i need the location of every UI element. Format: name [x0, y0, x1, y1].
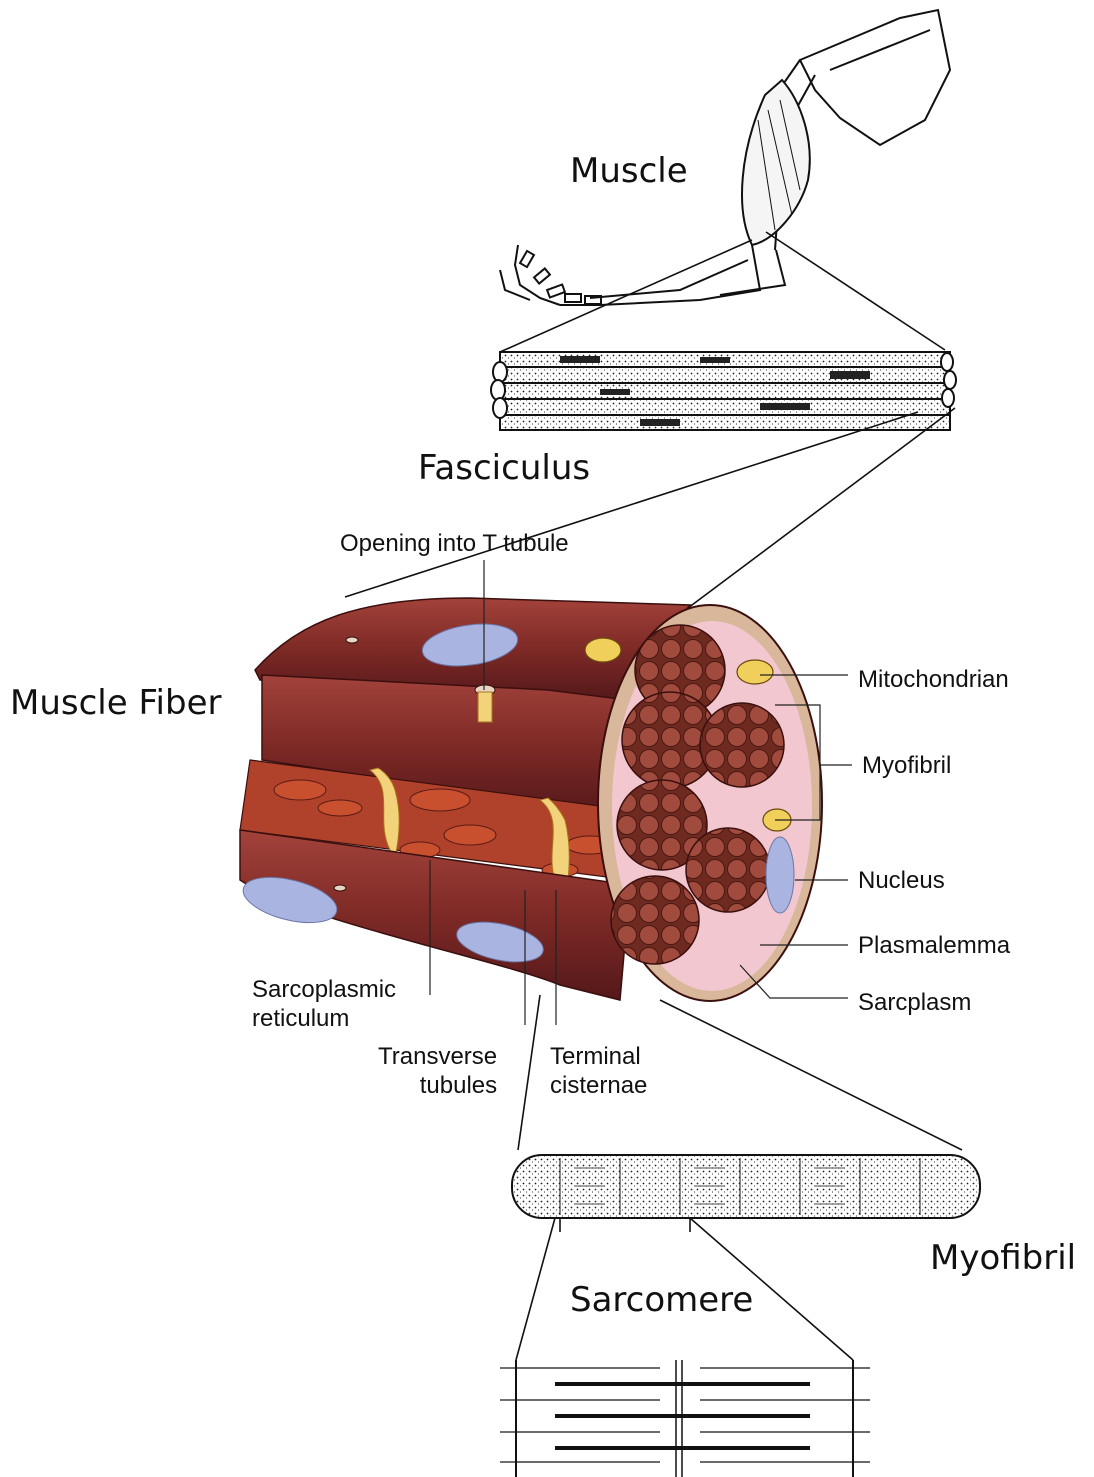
- sarcomere-filaments: [500, 1360, 870, 1477]
- myofibril-strand: [512, 1155, 980, 1218]
- label-sarcoplasmic-reticulum: Sarcoplasmic reticulum: [252, 976, 396, 1034]
- zoom-lines-muscle: [500, 232, 945, 352]
- muscle-fiber-cutaway: [239, 598, 822, 1001]
- label-terminal-cisternae: Terminal cisternae: [550, 1043, 647, 1101]
- label-transverse-tubules: Transverse tubules: [378, 1043, 497, 1101]
- label-nucleus: Nucleus: [858, 869, 945, 893]
- label-myofibril: Myofibril: [930, 1241, 1076, 1275]
- limb-illustration: [500, 10, 950, 305]
- fasciculus-bundle: [491, 352, 956, 430]
- label-sarcomere: Sarcomere: [570, 1283, 753, 1317]
- label-mitochondrian: Mitochondrian: [858, 668, 1009, 692]
- label-myofibril-callout: Myofibril: [862, 754, 951, 778]
- label-opening-t-tubule: Opening into T tubule: [340, 532, 569, 556]
- zoom-lines-fasciculus: [345, 408, 955, 608]
- label-fasciculus: Fasciculus: [418, 451, 590, 485]
- label-muscle: Muscle: [570, 154, 688, 188]
- label-plasmalemma: Plasmalemma: [858, 934, 1010, 958]
- label-sarcplasm: Sarcplasm: [858, 991, 971, 1015]
- label-muscle-fiber: Muscle Fiber: [10, 686, 221, 720]
